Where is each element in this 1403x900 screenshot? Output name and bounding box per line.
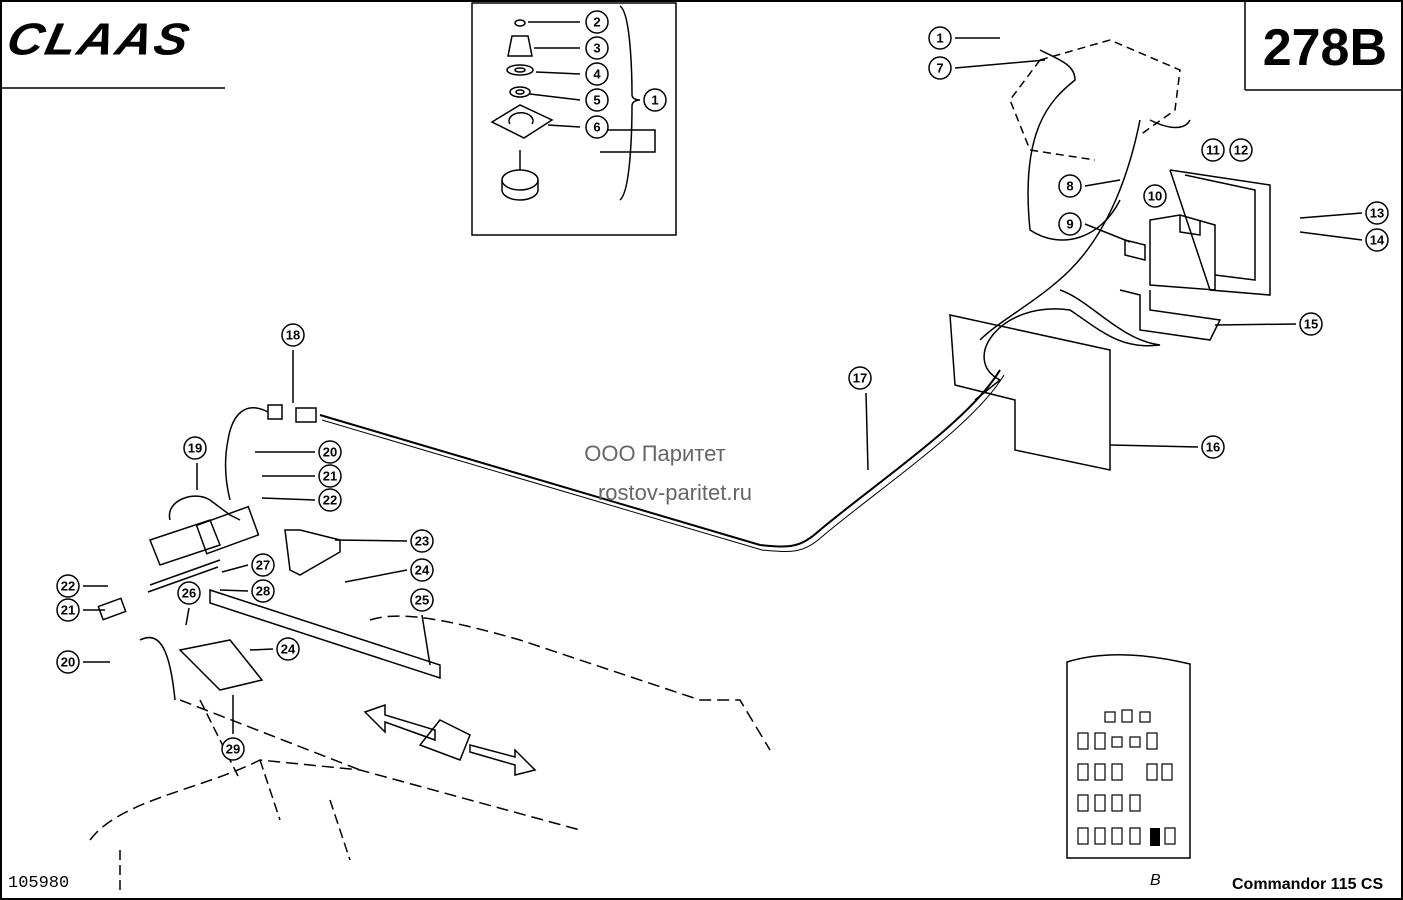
callout-label: 20 (61, 655, 75, 670)
callout-label: 7 (936, 61, 943, 76)
callout-leader (219, 589, 249, 592)
callout-leader (221, 564, 249, 573)
callout-circle (928, 26, 952, 50)
callout-leader (954, 59, 1046, 69)
callout-label: 9 (1066, 217, 1073, 232)
callout-label: 15 (1304, 317, 1318, 332)
callout-label: 6 (593, 120, 600, 135)
callout-circle (585, 88, 609, 112)
callout-label: 24 (415, 563, 430, 578)
callout-circle (410, 588, 434, 612)
callout-circle (1058, 212, 1082, 236)
callout-leader (865, 392, 869, 471)
callout-circle (410, 558, 434, 582)
callout-label: 12 (1234, 143, 1248, 158)
callout-circle (251, 579, 275, 603)
brand-logo: CLAAS (2, 13, 196, 65)
callout-label: 16 (1206, 440, 1220, 455)
callout-circle (177, 581, 201, 605)
callout-label: 22 (61, 579, 75, 594)
callout-circle (928, 56, 952, 80)
callout-label: 4 (593, 67, 601, 82)
callout-circle (1365, 228, 1389, 252)
callout-circle (56, 574, 80, 598)
callout-label: 18 (286, 328, 300, 343)
watermark-company: ООО Паритет (584, 441, 726, 466)
callout-label: 8 (1066, 179, 1073, 194)
callout-circle (56, 598, 80, 622)
callout-label: 14 (1370, 233, 1385, 248)
callout-leader (547, 124, 581, 128)
callout-leader (529, 93, 581, 101)
callout-leader (535, 71, 581, 75)
callout-circle (643, 88, 667, 112)
callout-leader (421, 614, 431, 666)
callout-circle (318, 440, 342, 464)
callout-leader (1084, 179, 1121, 187)
callout-label: 20 (323, 445, 337, 460)
page-code: 278B (1262, 19, 1387, 77)
callout-label: 23 (415, 534, 429, 549)
callout-circle (281, 323, 305, 347)
callout-circle (585, 62, 609, 86)
callout-circle (318, 464, 342, 488)
callout-circle (56, 650, 80, 674)
callout-circle (1229, 138, 1253, 162)
callout-label: 3 (593, 41, 600, 56)
view-label: B (1150, 872, 1161, 889)
callout-label: 24 (281, 642, 296, 657)
callout-circle (585, 36, 609, 60)
callout-leader (261, 497, 316, 501)
model-name: Commandor 115 CS (1232, 876, 1384, 893)
callout-circle (318, 488, 342, 512)
callout-circle (1365, 201, 1389, 225)
callout-label: 28 (256, 584, 270, 599)
callout-label: 21 (323, 469, 337, 484)
callout-label: 17 (853, 371, 867, 386)
callout-circle (1201, 138, 1225, 162)
callout-leader (334, 539, 408, 542)
callout-circle (251, 553, 275, 577)
callout-label: 22 (323, 493, 337, 508)
callout-circle (276, 637, 300, 661)
callout-label: 25 (415, 593, 429, 608)
callout-circle (1143, 184, 1167, 208)
callout-leader (1084, 223, 1131, 243)
callout-leader (1214, 323, 1297, 326)
callout-leader (249, 648, 274, 651)
callout-label: 19 (188, 441, 202, 456)
callout-label: 21 (61, 603, 75, 618)
callout-circle (1058, 174, 1082, 198)
callout-leader (1299, 231, 1363, 241)
callout-label: 13 (1370, 206, 1384, 221)
callout-circle (1299, 312, 1323, 336)
callout-circle (848, 366, 872, 390)
document-number: 105980 (8, 874, 70, 893)
inset-parts (490, 5, 656, 201)
callout-circle (585, 10, 609, 34)
callout-label: 5 (593, 93, 600, 108)
callout-circle (410, 529, 434, 553)
callout-circle (1201, 435, 1225, 459)
callout-leader (1299, 212, 1363, 219)
callout-label: 29 (226, 742, 240, 757)
callout-label: 2 (593, 15, 600, 30)
callout-circle (221, 737, 245, 761)
callout-circle (183, 436, 207, 460)
callout-label: 26 (182, 586, 196, 601)
callout-leader (344, 569, 408, 583)
callout-label: 27 (256, 558, 270, 573)
callout-leader (185, 607, 190, 626)
callout-circle (585, 115, 609, 139)
callout-label: 11 (1206, 143, 1220, 158)
callout-label: 10 (1148, 189, 1162, 204)
watermark-url: rostov-paritet.ru (597, 480, 753, 505)
callout-leader (1109, 444, 1199, 448)
callout-label: 1 (936, 31, 943, 46)
callout-label: 1 (651, 93, 658, 108)
